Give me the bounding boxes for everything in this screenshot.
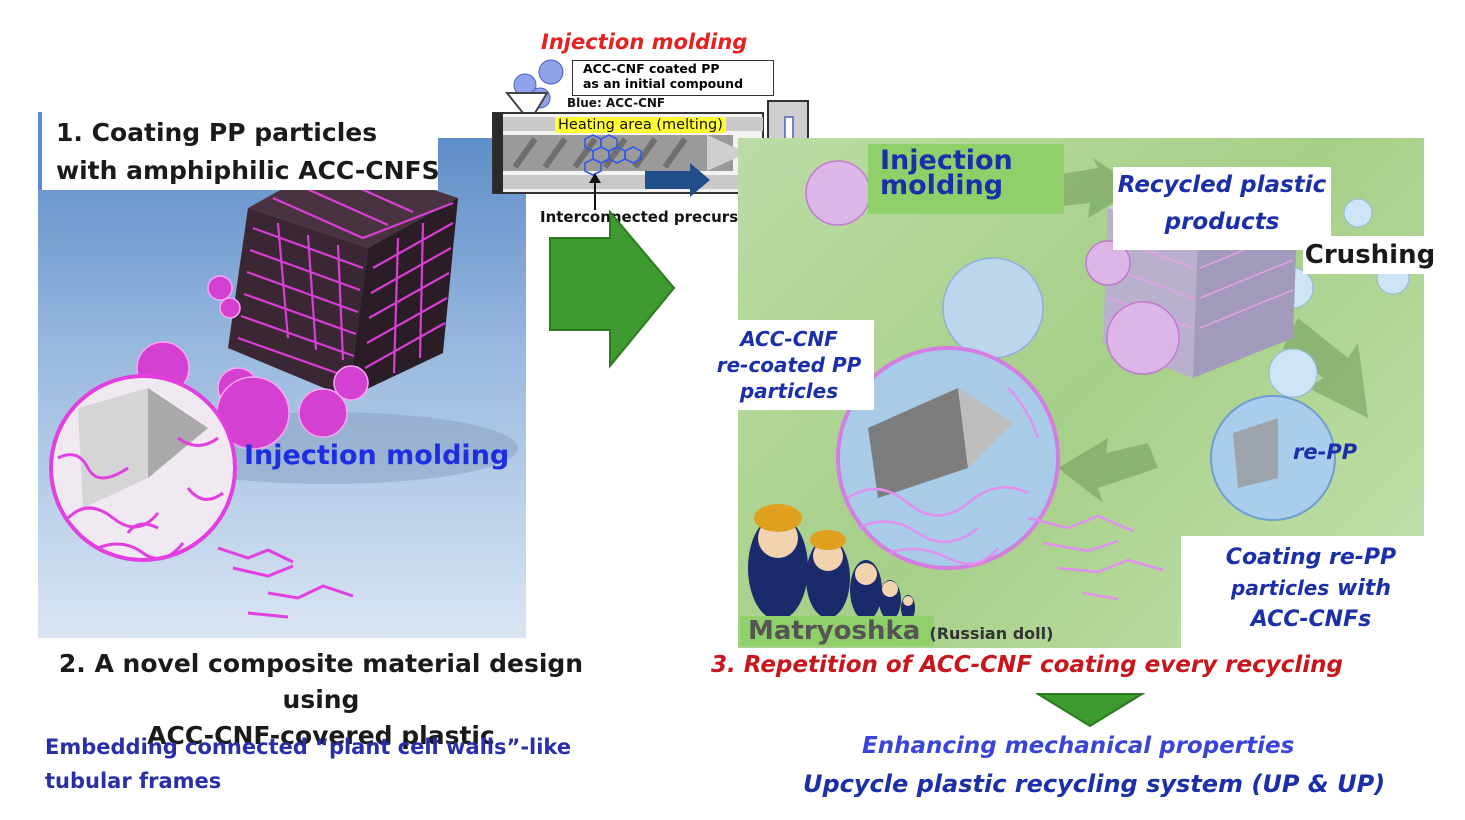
blue-acc-cnf-note: Blue: ACC-CNF [567,96,666,110]
coating-line3: ACC-CNFs [1250,607,1372,632]
right-injection-molding-label: Injection molding [868,144,1064,214]
left-injection-molding-label: Injection molding [244,440,510,471]
recycled-line1: Recycled plastic [1117,172,1327,198]
step1-label-box [38,112,438,190]
interconnected-precursor-label: Interconnected precursor [540,208,756,226]
step1-line1: 1. Coating PP particles [56,118,378,147]
initial-compound-box: ACC-CNF coated PP as an initial compound [572,60,774,96]
embedding-description: Embedding connected “plant cell walls”-l… [45,730,571,798]
embedding-line2: tubular frames [45,769,222,793]
process-arrow-icon [549,209,676,369]
hopper-icon [504,92,549,114]
re-pp-label: re-PP [1293,440,1358,464]
step3-label: 3. Repetition of ACC-CNF coating every r… [711,652,1343,678]
composite-cube-icon [228,158,458,398]
compound-line2: as an initial compound [583,76,744,91]
matryoshka-label: Matryoshka (Russian doll) [748,616,1053,646]
upcycle-label: Upcycle plastic recycling system (UP & U… [803,770,1386,798]
crushing-label: Crushing [1303,236,1437,274]
embedding-line1: Embedding connected “plant cell walls”-l… [45,735,572,759]
left-panel-illustration [38,138,526,638]
coated-particle-icon [49,374,354,619]
enhancing-label: Enhancing mechanical properties [862,733,1295,759]
recycling-cycle-illustration [748,158,1410,621]
right-injection-line2: molding [880,170,1004,201]
right-injection-line1: Injection [880,145,1013,176]
coating-line2-particles: particles [1231,576,1330,600]
recoated-particle-icon [836,346,1164,601]
russian-doll-text: (Russian doll) [929,624,1054,643]
top-injection-molding-title: Injection molding [541,30,748,54]
re-pp-spheres-icon [1210,198,1410,521]
coated-pp-spheres-icon [805,160,1180,375]
recoated-line1: ACC-CNF [740,327,838,351]
down-arrow-icon [1036,693,1146,728]
recoated-line3: particles [739,379,839,403]
coating-line1: Coating re-PP [1225,545,1397,570]
matryoshka-text: Matryoshka [748,616,921,646]
compound-line1: ACC-CNF coated PP [583,61,720,76]
recycled-line2: products [1164,209,1280,235]
recoated-pp-label: ACC-CNF re-coated PP particles [704,320,874,410]
coating-line2-with: with [1329,576,1391,601]
step2-line1: 2. A novel composite material design usi… [58,649,584,714]
matryoshka-dolls-icon [748,504,915,621]
matryoshka-label-bg [740,616,934,646]
hex-particles-icon [584,134,642,176]
recycled-products-label: Recycled plastic products [1113,167,1331,250]
coating-re-pp-label: Coating re-PP particles with ACC-CNFs [1181,536,1441,648]
step1-line2: with amphiphilic ACC-CNFS [56,156,440,185]
step2-label: 2. A novel composite material design usi… [36,646,606,754]
coating-line2: particles with [1181,573,1441,604]
step1-label: 1. Coating PP particles with amphiphilic… [56,114,440,190]
step2-line2: ACC-CNF-covered plastic [147,721,495,750]
heating-area-label: Heating area (melting) [555,117,726,133]
recoated-line2: re-coated PP [716,353,862,377]
pp-composite-illustration [49,158,518,619]
